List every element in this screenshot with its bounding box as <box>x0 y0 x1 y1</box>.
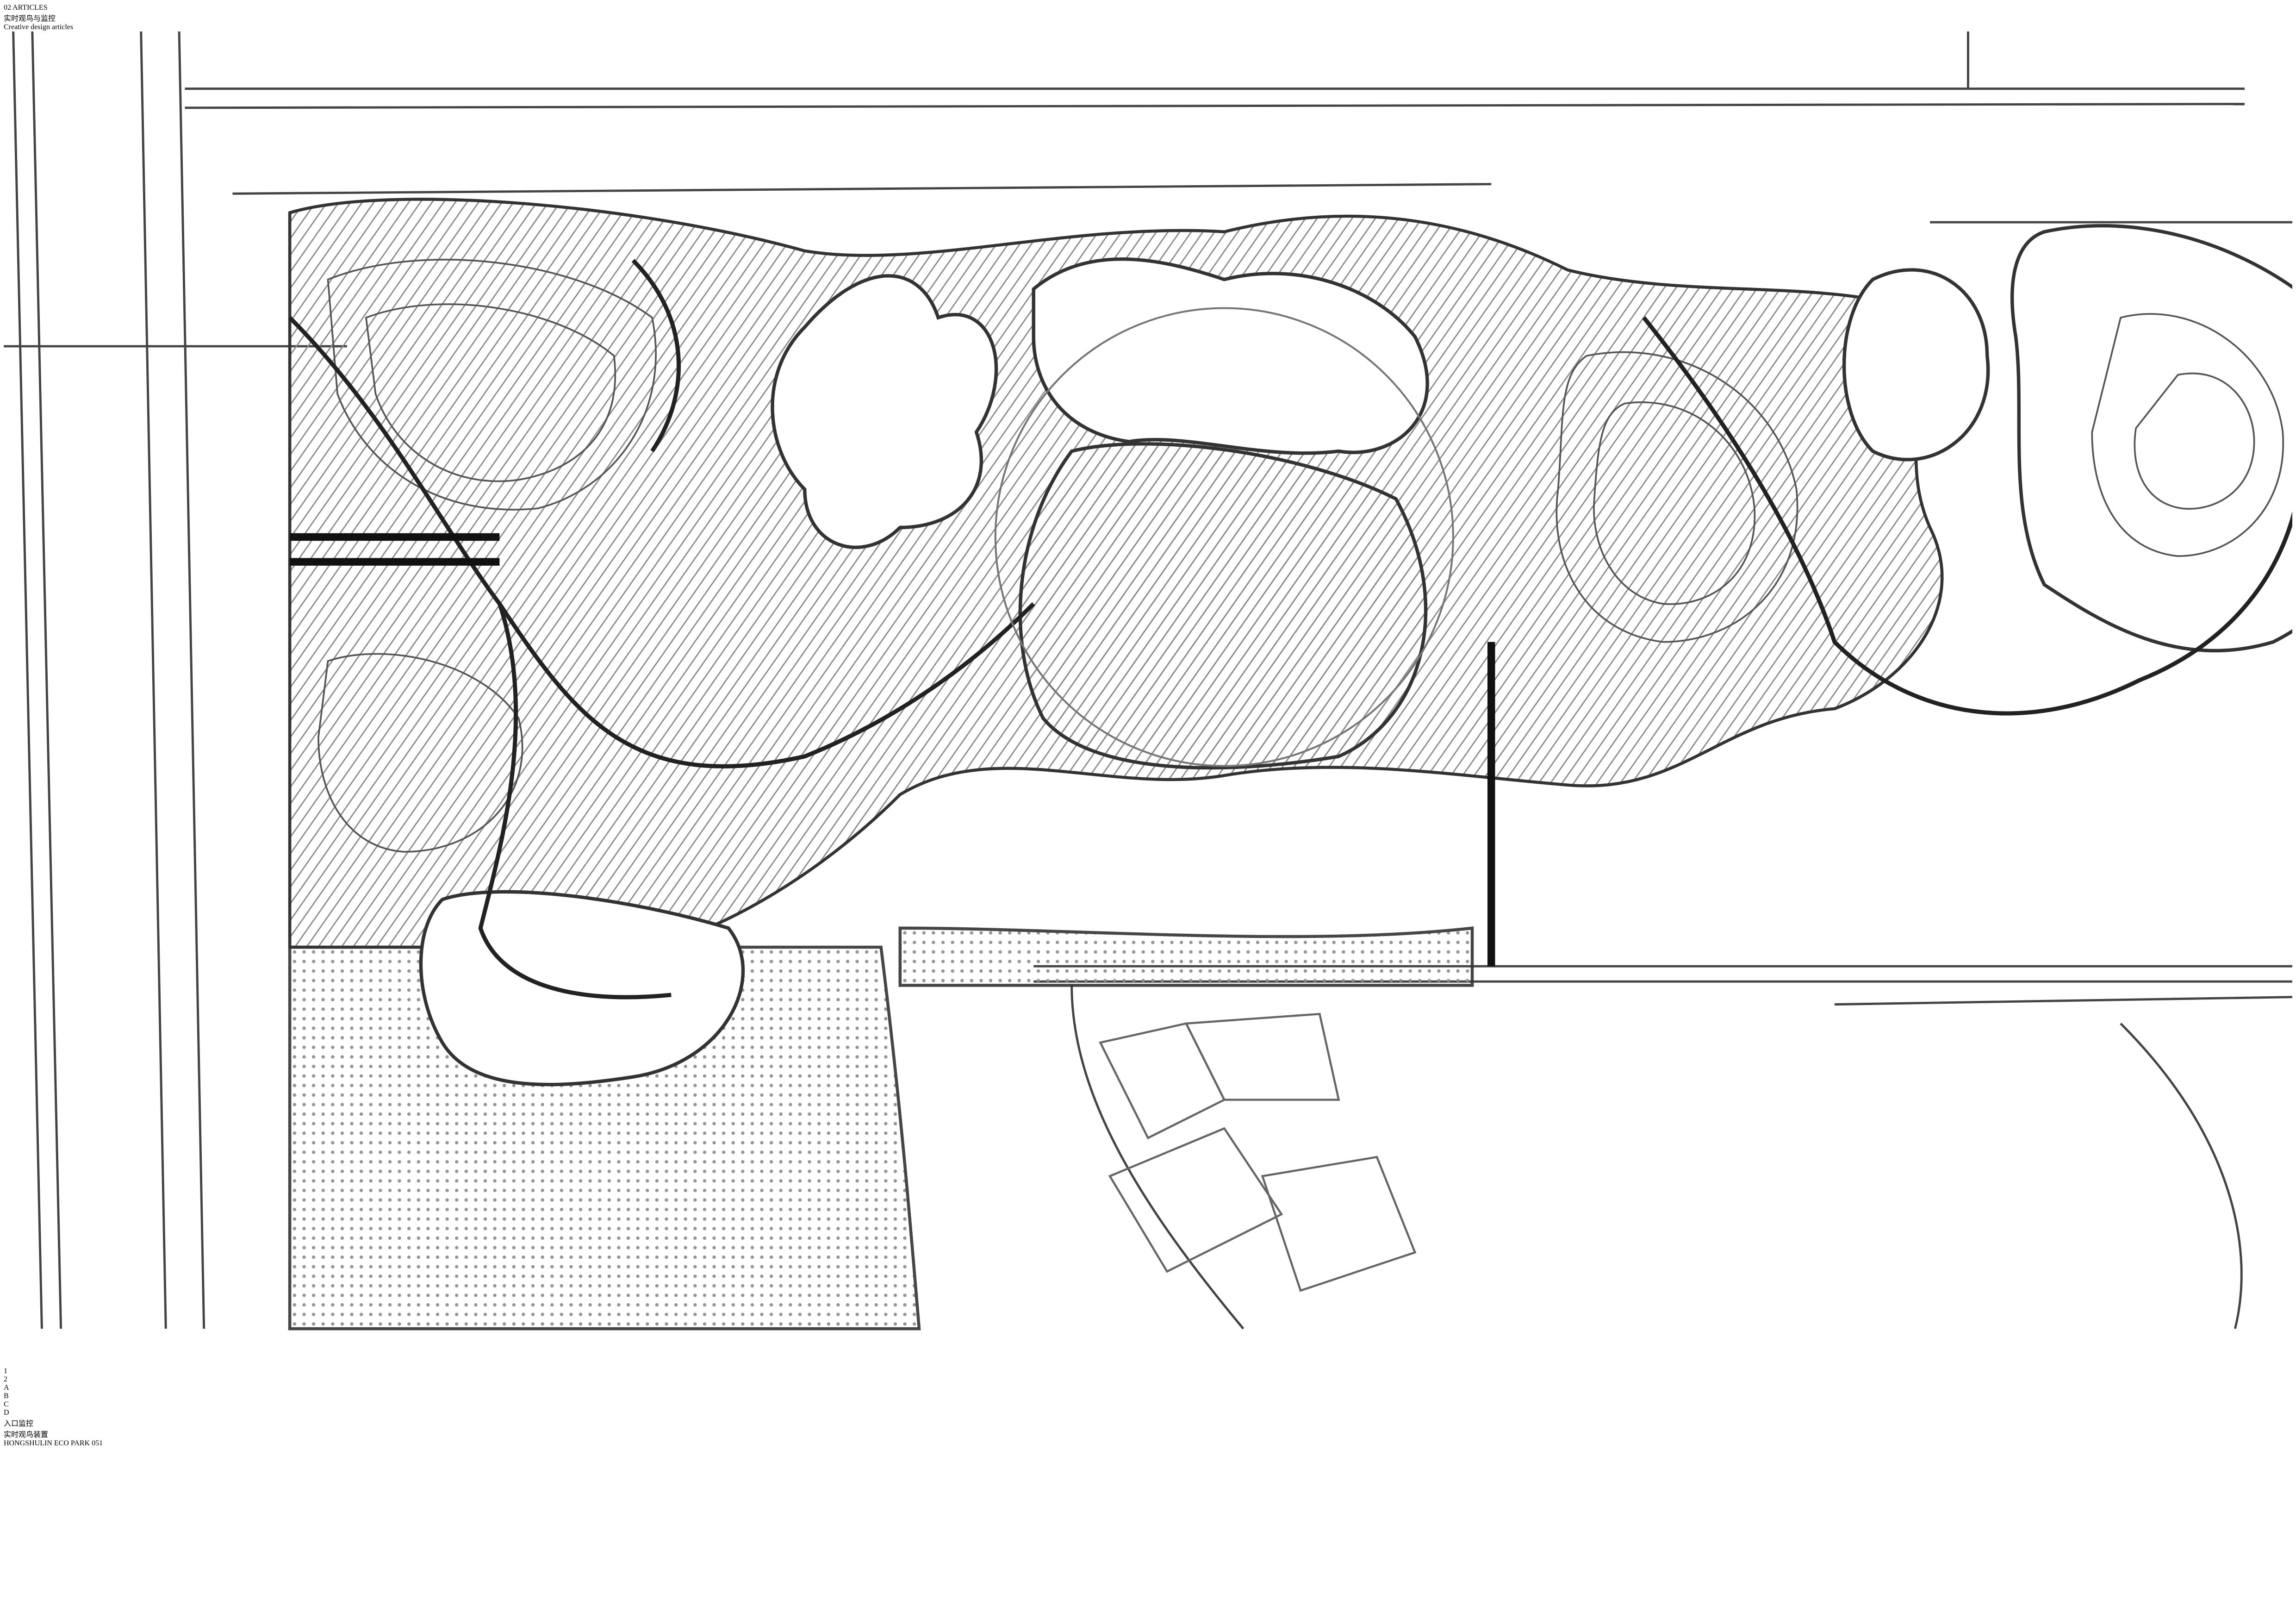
birdwatching-device-marker-c[interactable]: C <box>4 1400 2292 1409</box>
birdwatching-device-marker-b[interactable]: B <box>4 1392 2292 1400</box>
site-boundary-lines <box>4 31 2296 1330</box>
marker-label: 1 <box>4 1367 7 1375</box>
marker-label: D <box>4 1408 9 1417</box>
footer: HONGSHULIN ECO PARK 051 <box>4 1439 2292 1448</box>
marker-label: A <box>4 1383 9 1392</box>
page-subtitle-en: Creative design articles <box>4 23 74 31</box>
contour-lines <box>317 258 2284 853</box>
entrance-monitoring-marker-2[interactable]: 2 <box>4 1375 2292 1384</box>
page-number: 051 <box>92 1439 103 1447</box>
section-title: 02 ARTICLES <box>4 4 48 12</box>
site-plan-map <box>4 31 2296 1330</box>
page: 02 ARTICLES 实时观鸟与监控 Creative design arti… <box>4 4 2296 1448</box>
marker-label: C <box>4 1400 9 1408</box>
birdwatching-device-marker-a[interactable]: A <box>4 1384 2292 1392</box>
legend: 入口监控 实时观鸟装置 <box>4 1417 2292 1439</box>
page-title-cn: 实时观鸟与监控 <box>4 15 56 23</box>
lakes <box>419 224 2296 1087</box>
park-name: HONGSHULIN ECO PARK <box>4 1439 90 1447</box>
marker-label: B <box>4 1392 9 1400</box>
legend-item-entrance-monitoring: 入口监控 <box>4 1417 2292 1428</box>
entrance-monitoring-marker-1[interactable]: 1 <box>4 1367 2292 1375</box>
walking-paths <box>288 259 2296 999</box>
legend-item-birdwatching-device: 实时观鸟装置 <box>4 1428 2292 1439</box>
marker-label: 2 <box>4 1375 7 1383</box>
lower-street-blocks <box>1099 1012 1417 1292</box>
legend-label: 实时观鸟装置 <box>4 1430 49 1439</box>
birdwatching-device-marker-d[interactable]: D <box>4 1409 2292 1417</box>
roads-black <box>290 533 1495 967</box>
legend-label: 入口监控 <box>4 1419 34 1428</box>
event-circle <box>994 307 1454 767</box>
